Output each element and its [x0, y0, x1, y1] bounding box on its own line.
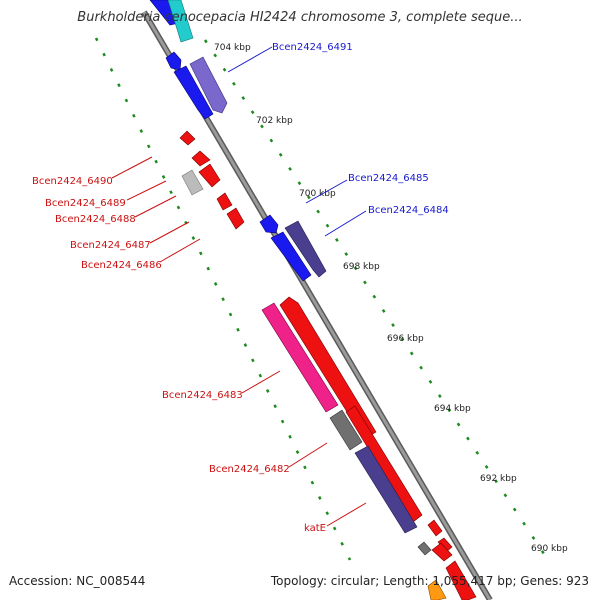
kbp-tick-label: 692 kbp — [480, 474, 517, 484]
gene-arrow[interactable] — [431, 542, 453, 562]
gene-arrow[interactable] — [261, 302, 339, 413]
gene-arrow[interactable] — [167, 0, 194, 43]
gene-arrow[interactable] — [165, 51, 182, 71]
kbp-tick-label: 696 kbp — [387, 334, 424, 344]
kbp-tick-label: 694 kbp — [434, 404, 471, 414]
gene-label[interactable]: Bcen2424_6482 — [209, 464, 290, 475]
gene-arrow[interactable] — [189, 56, 228, 114]
gene-arrow[interactable] — [181, 169, 204, 196]
kbp-tick-labels: 704 kbp 702 kbp 700 kbp 698 kbp 696 kbp … — [214, 43, 568, 554]
gene-label[interactable]: katE — [304, 523, 326, 534]
gene-arrow[interactable] — [417, 541, 432, 556]
gene-arrow[interactable] — [173, 65, 214, 120]
gene-label[interactable]: Bcen2424_6491 — [272, 42, 353, 53]
gene-arrow[interactable] — [270, 231, 312, 282]
gene-arrow[interactable] — [427, 579, 447, 600]
gene-name-labels: Bcen2424_6491 Bcen2424_6485 Bcen2424_648… — [32, 42, 449, 534]
gene-arrow[interactable] — [259, 214, 279, 234]
accession-label: Accession: NC_008544 — [9, 574, 146, 588]
gene-arrow[interactable] — [198, 163, 221, 188]
sequence-summary: Topology: circular; Length: 1,055,417 bp… — [270, 574, 589, 588]
kbp-tick-label: 698 kbp — [343, 262, 380, 272]
gene-arrow[interactable] — [216, 192, 233, 211]
tick-guide-right — [203, 39, 550, 561]
gene-arrow[interactable] — [191, 150, 211, 167]
gene-arrow[interactable] — [284, 220, 327, 278]
gene-label[interactable]: Bcen2424_6486 — [81, 260, 162, 271]
kbp-tick-label: 704 kbp — [214, 43, 251, 53]
gene-label[interactable]: Bcen2424_6485 — [348, 173, 429, 184]
gene-arrow[interactable] — [354, 445, 418, 534]
tick-guide-left — [94, 37, 352, 561]
sequence-title: Burkholderia cenocepacia HI2424 chromoso… — [77, 10, 523, 25]
plus-strand-genes — [149, 0, 327, 282]
gene-arrow[interactable] — [179, 130, 196, 146]
gene-arrow[interactable] — [226, 207, 245, 230]
tick-guide-lines — [94, 37, 550, 561]
gene-label[interactable]: Bcen2424_6483 — [162, 390, 243, 401]
gene-arrow[interactable] — [427, 519, 443, 537]
gene-label[interactable]: Bcen2424_6484 — [368, 205, 449, 216]
gene-label[interactable]: Bcen2424_6487 — [70, 240, 151, 251]
kbp-tick-label: 690 kbp — [531, 544, 568, 554]
label-leader-lines — [111, 46, 367, 527]
gene-label[interactable]: Bcen2424_6488 — [55, 214, 136, 225]
gene-arrow[interactable] — [329, 409, 363, 451]
minus-strand-genes — [179, 130, 477, 600]
kbp-tick-label: 702 kbp — [256, 116, 293, 126]
gene-label[interactable]: Bcen2424_6490 — [32, 176, 113, 187]
gene-label[interactable]: Bcen2424_6489 — [45, 198, 126, 209]
kbp-tick-label: 700 kbp — [299, 189, 336, 199]
gene-arrow[interactable] — [445, 560, 477, 600]
